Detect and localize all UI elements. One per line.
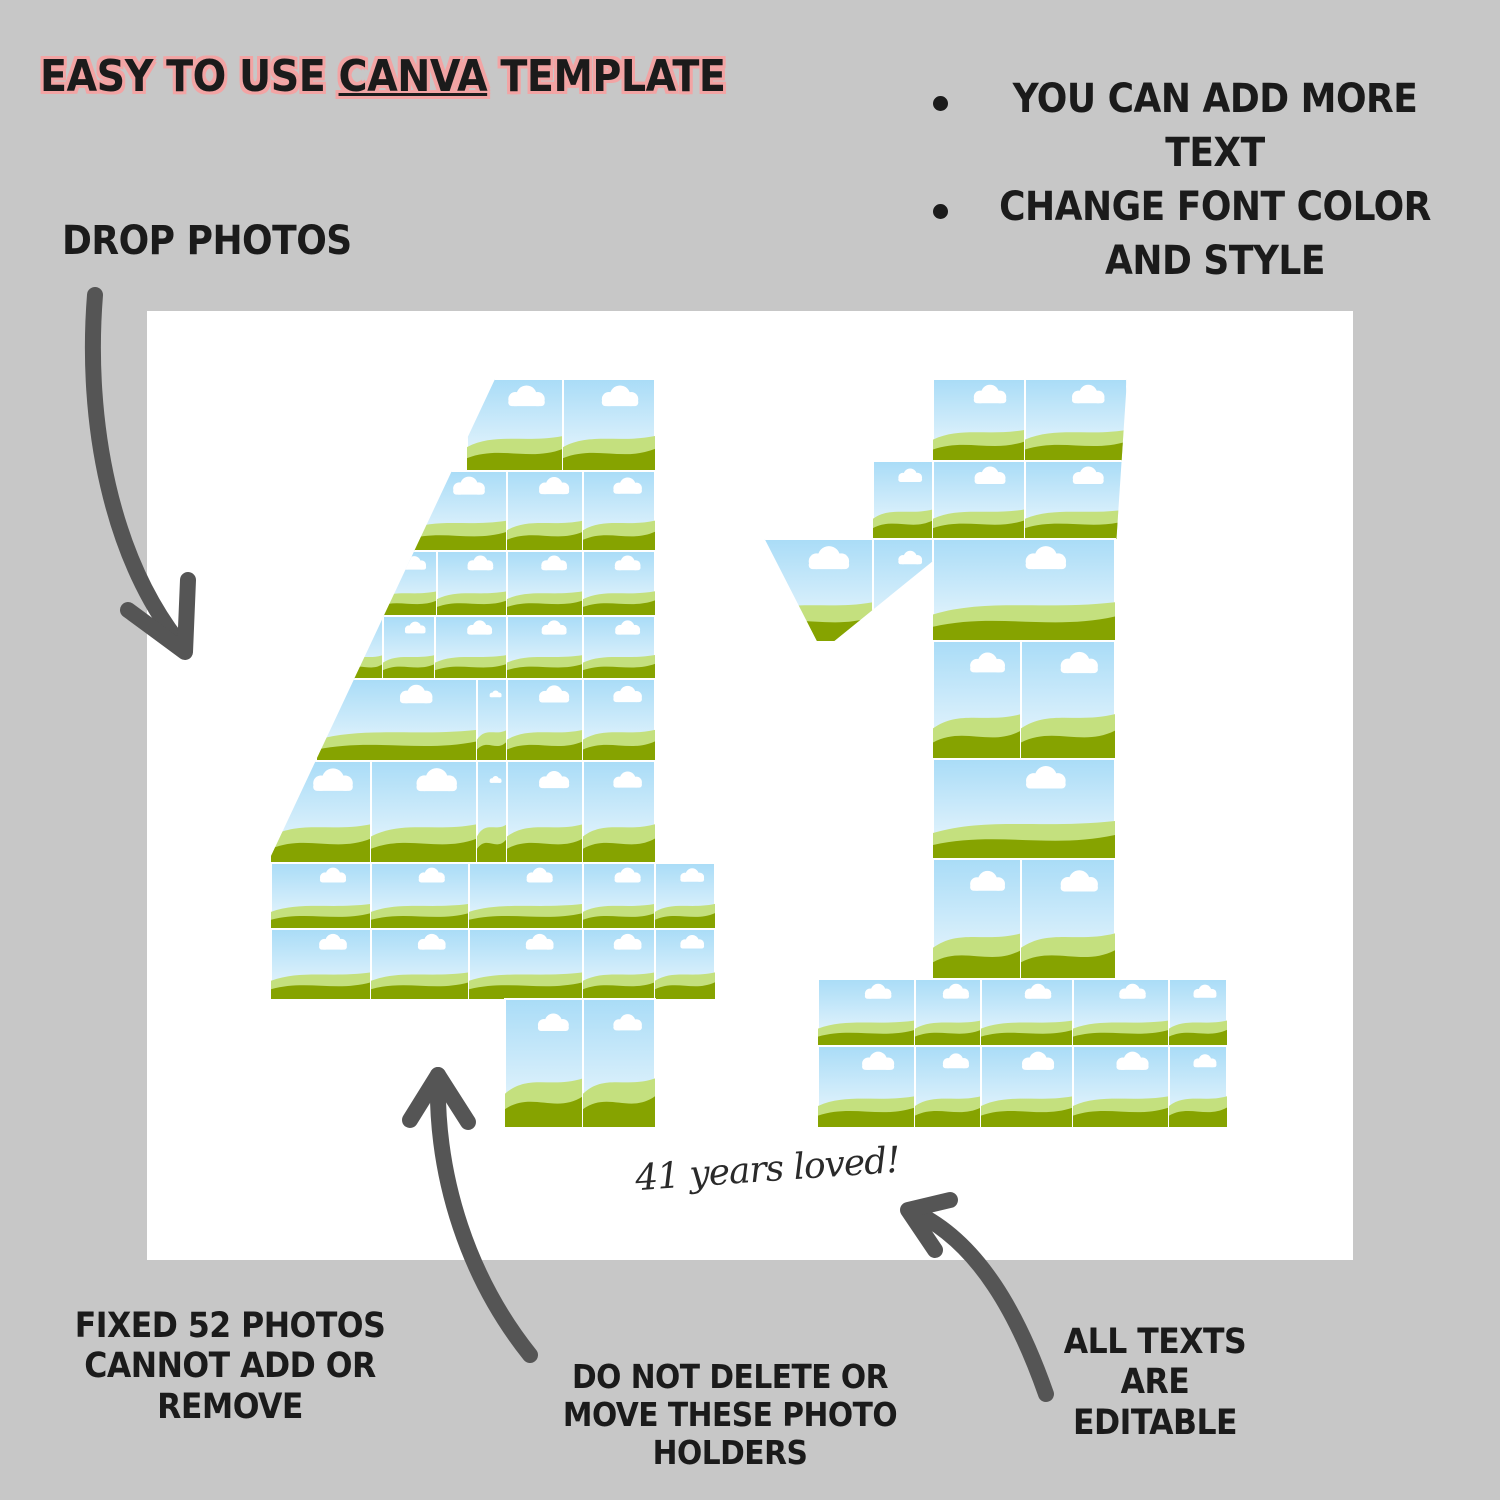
photo-placeholder-icon[interactable] xyxy=(582,928,656,1000)
photo-placeholder-icon[interactable] xyxy=(582,998,656,1127)
photo-placeholder-icon[interactable] xyxy=(932,538,1116,642)
photo-placeholder-icon[interactable] xyxy=(506,615,584,680)
photo-placeholder-icon[interactable] xyxy=(370,928,470,1000)
photo-placeholder-icon[interactable] xyxy=(468,928,584,1000)
photo-placeholder-icon[interactable] xyxy=(476,760,508,864)
headline-canva: CANVA xyxy=(338,51,488,102)
photo-placeholder-icon[interactable] xyxy=(582,470,656,552)
photo-placeholder-icon[interactable] xyxy=(817,978,916,1047)
photo-placeholder-icon[interactable] xyxy=(271,862,372,930)
number-collage[interactable] xyxy=(147,311,1353,1260)
photo-placeholder-icon[interactable] xyxy=(316,678,478,762)
arrow-icon xyxy=(402,1067,476,1130)
fixed-photos-note: FIXED 52 PHOTOS CANNOT ADD OR REMOVE xyxy=(74,1306,386,1427)
photo-placeholder-icon[interactable] xyxy=(382,615,436,680)
photo-placeholder-icon[interactable] xyxy=(1024,460,1128,540)
photo-placeholder-icon[interactable] xyxy=(370,862,470,930)
photo-placeholder-icon[interactable] xyxy=(914,978,982,1047)
photo-placeholder-icon[interactable] xyxy=(504,998,584,1127)
photo-placeholder-icon[interactable] xyxy=(932,379,1026,462)
photo-placeholder-icon[interactable] xyxy=(932,640,1022,760)
photo-placeholder-icon[interactable] xyxy=(817,1045,916,1127)
photo-placeholder-icon[interactable] xyxy=(562,379,656,472)
photo-placeholder-icon[interactable] xyxy=(1024,379,1128,462)
photo-placeholder-icon[interactable] xyxy=(476,678,508,762)
photo-placeholder-icon[interactable] xyxy=(980,1045,1074,1127)
tip-change-font: CHANGE FONT COLOR AND STYLE xyxy=(925,180,1445,288)
tip-add-text: YOU CAN ADD MORE TEXT xyxy=(925,72,1445,180)
arrow-icon xyxy=(120,572,196,660)
photo-placeholder-icon[interactable] xyxy=(506,550,584,617)
photo-placeholder-icon[interactable] xyxy=(468,862,584,930)
digit-4-photo-holders[interactable] xyxy=(271,379,715,1127)
drop-photos-label: DROP PHOTOS xyxy=(62,218,352,264)
photo-placeholder-icon[interactable] xyxy=(1072,1045,1170,1127)
arrow-icon xyxy=(902,1202,1054,1402)
photo-placeholder-icon[interactable] xyxy=(932,858,1022,980)
photo-placeholder-icon[interactable] xyxy=(582,615,656,680)
headline-prefix: EASY TO USE xyxy=(40,51,339,102)
headline: EASY TO USE CANVA TEMPLATE xyxy=(40,51,726,103)
photo-placeholder-icon[interactable] xyxy=(271,928,372,1000)
photo-placeholder-icon[interactable] xyxy=(932,758,1116,860)
photo-placeholder-icon[interactable] xyxy=(406,470,508,552)
photo-placeholder-icon[interactable] xyxy=(582,862,656,930)
arrow-icon xyxy=(84,287,193,658)
photo-placeholder-icon[interactable] xyxy=(506,760,584,864)
photo-placeholder-icon[interactable] xyxy=(370,760,478,864)
photo-placeholder-icon[interactable] xyxy=(506,678,584,762)
photo-placeholder-icon[interactable] xyxy=(1168,1045,1227,1127)
texts-editable-note: ALL TEXTS ARE EDITABLE xyxy=(1063,1322,1247,1443)
photo-placeholder-icon[interactable] xyxy=(1168,978,1227,1047)
arrow-icon xyxy=(429,1067,538,1363)
photo-placeholder-icon[interactable] xyxy=(1072,978,1170,1047)
headline-suffix: TEMPLATE xyxy=(487,51,726,102)
arrow-icon xyxy=(900,1192,958,1258)
photo-placeholder-icon[interactable] xyxy=(1020,640,1116,760)
photo-placeholder-icon[interactable] xyxy=(434,615,508,680)
photo-placeholder-icon[interactable] xyxy=(654,928,715,1000)
photo-placeholder-icon[interactable] xyxy=(980,978,1074,1047)
template-canvas[interactable]: 41 years loved! xyxy=(147,311,1353,1260)
tips-list: YOU CAN ADD MORE TEXT CHANGE FONT COLOR … xyxy=(925,72,1445,288)
photo-placeholder-icon[interactable] xyxy=(1020,858,1116,980)
do-not-delete-note: DO NOT DELETE OR MOVE THESE PHOTO HOLDER… xyxy=(562,1357,898,1472)
photo-placeholder-icon[interactable] xyxy=(654,862,715,930)
photo-placeholder-icon[interactable] xyxy=(582,760,656,864)
